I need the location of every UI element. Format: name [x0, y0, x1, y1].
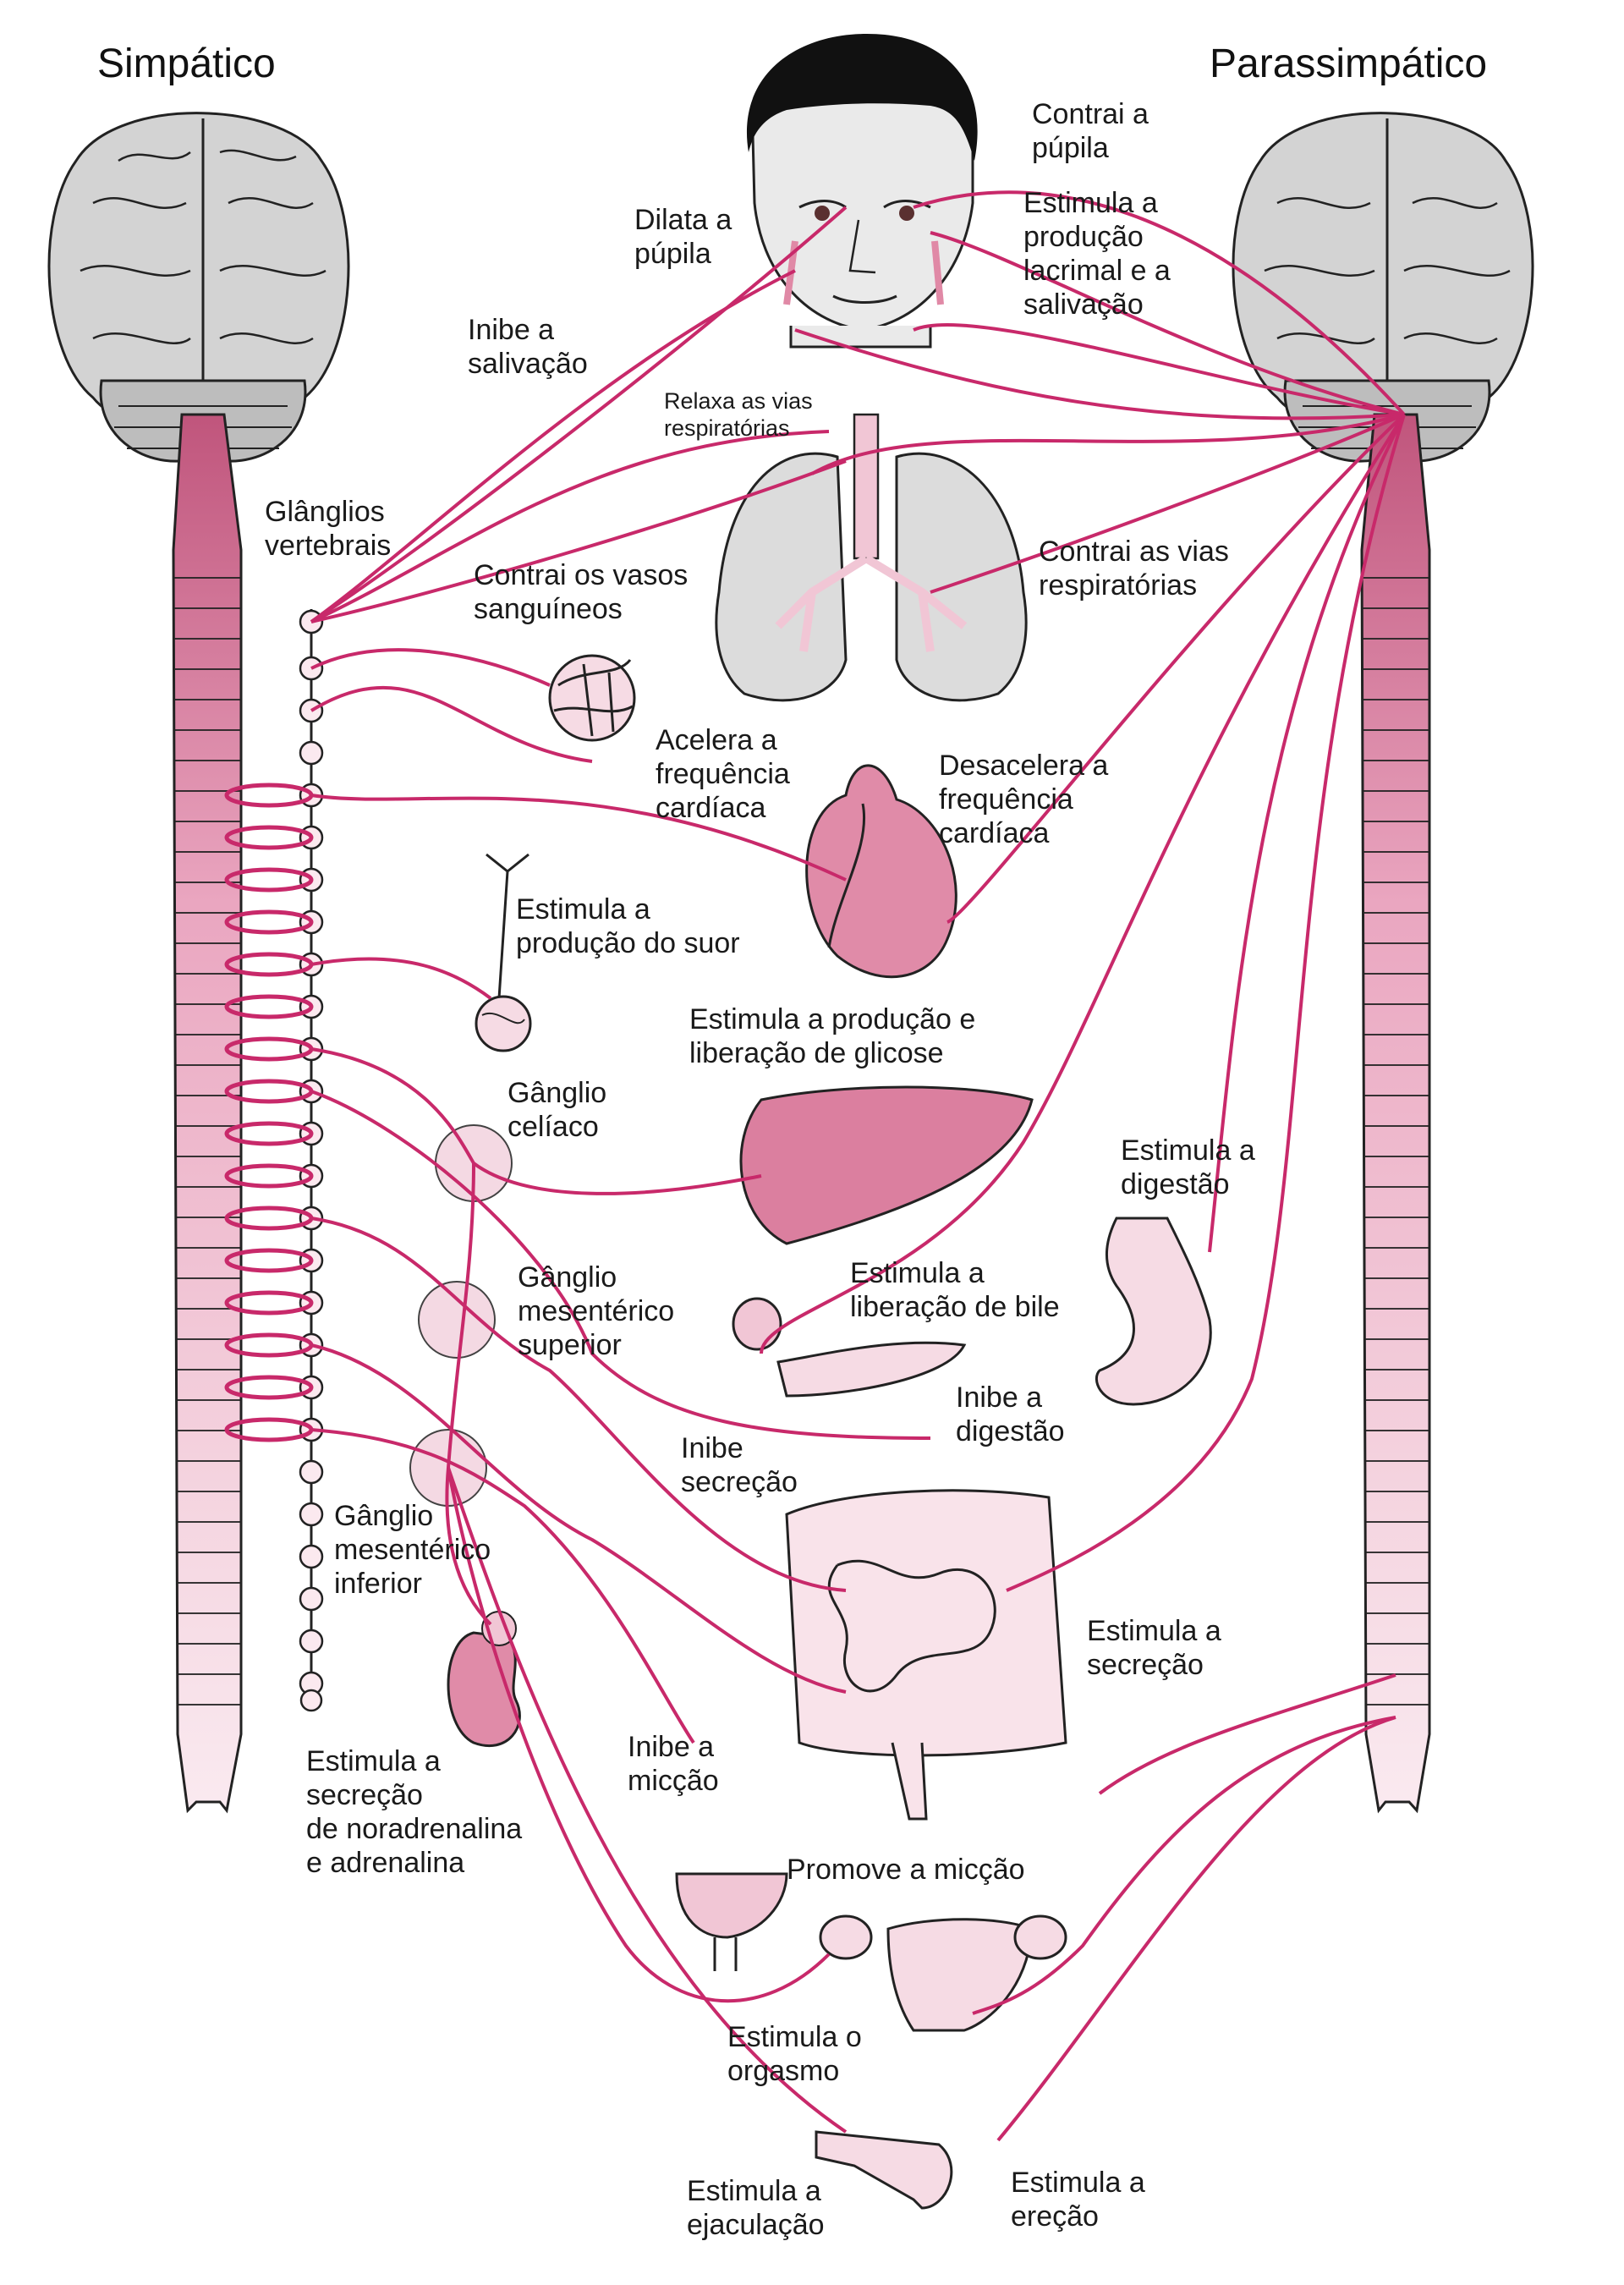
label-estimula-digestao: Estimula a digestão: [1121, 1134, 1255, 1200]
label-ganglios-vertebrais: Glânglios vertebrais: [265, 496, 392, 562]
label-inibe-salivacao: Inibe a salivação: [468, 314, 588, 380]
bladder: [675, 1872, 788, 1971]
label-estimula-noradrenalina: Estimula a secreção de noradrenalina e a…: [306, 1745, 523, 1879]
left-spinal-cord: [172, 413, 243, 1814]
label-inibe-miccao: Inibe a micção: [628, 1731, 719, 1797]
spinal-nerve-loops: [224, 783, 314, 1442]
label-relaxa-vias: Relaxa as vias respiratórias: [664, 388, 813, 441]
label-estimula-secrecao: Estimula a secreção: [1087, 1615, 1221, 1681]
label-inibe-secrecao: Inibe secreção: [681, 1432, 798, 1498]
penis: [815, 2130, 953, 2210]
label-inibe-digestao: Inibe a digestão: [956, 1381, 1065, 1447]
nerve-pathways: [310, 190, 1406, 2142]
sweat-gland: [475, 853, 532, 1052]
stomach: [1095, 1217, 1212, 1406]
label-ganglio-mesenterico-superior: Gânglio mesentérico superior: [518, 1261, 675, 1361]
label-promove-miccao: Promove a micção: [787, 1854, 1025, 1886]
left-brain: [47, 112, 350, 463]
label-acelera-frequencia: Acelera a frequência cardíaca: [656, 724, 790, 824]
label-estimula-glicose: Estimula a produção e liberação de glico…: [689, 1003, 976, 1069]
sympathetic-chain: [299, 609, 324, 1712]
blood-vessels: [548, 654, 636, 742]
prevertebral-ganglia: [409, 1124, 513, 1507]
heart: [805, 764, 957, 979]
label-contrai-vias: Contrai as vias respiratórias: [1039, 536, 1229, 601]
liver: [739, 1085, 1034, 1245]
label-estimula-bile: Estimula a liberação de bile: [850, 1257, 1060, 1323]
label-dilata-pupila: Dilata a púpila: [634, 204, 732, 270]
lungs: [715, 413, 1028, 702]
label-estimula-ejaculacao: Estimula a ejaculação: [687, 2175, 825, 2241]
label-estimula-suor: Estimula a produção do suor: [516, 893, 740, 959]
title-parassimpatico: Parassimpático: [1210, 41, 1488, 86]
label-estimula-erecao: Estimula a ereção: [1011, 2167, 1145, 2233]
intestines: [785, 1489, 1067, 1821]
title-simpatico: Simpático: [97, 41, 276, 86]
label-contrai-vasos: Contrai os vasos sanguíneos: [474, 559, 689, 625]
label-estimula-orgasmo: Estimula o orgasmo: [727, 2021, 862, 2087]
label-ganglio-mesenterico-inferior: Gânglio mesentérico inferior: [334, 1500, 491, 1600]
face: [746, 34, 978, 349]
label-ganglio-celiaco: Gânglio celíaco: [508, 1077, 607, 1143]
label-contrai-pupila: Contrai a púpila: [1032, 98, 1149, 164]
right-spinal-cord: [1360, 413, 1431, 1814]
label-desacelera-frequencia: Desacelera a frequência cardíaca: [939, 750, 1109, 849]
uterus: [819, 1914, 1067, 2032]
label-estimula-lacrimal: Estimula a produção lacrimal e a salivaç…: [1023, 187, 1171, 321]
